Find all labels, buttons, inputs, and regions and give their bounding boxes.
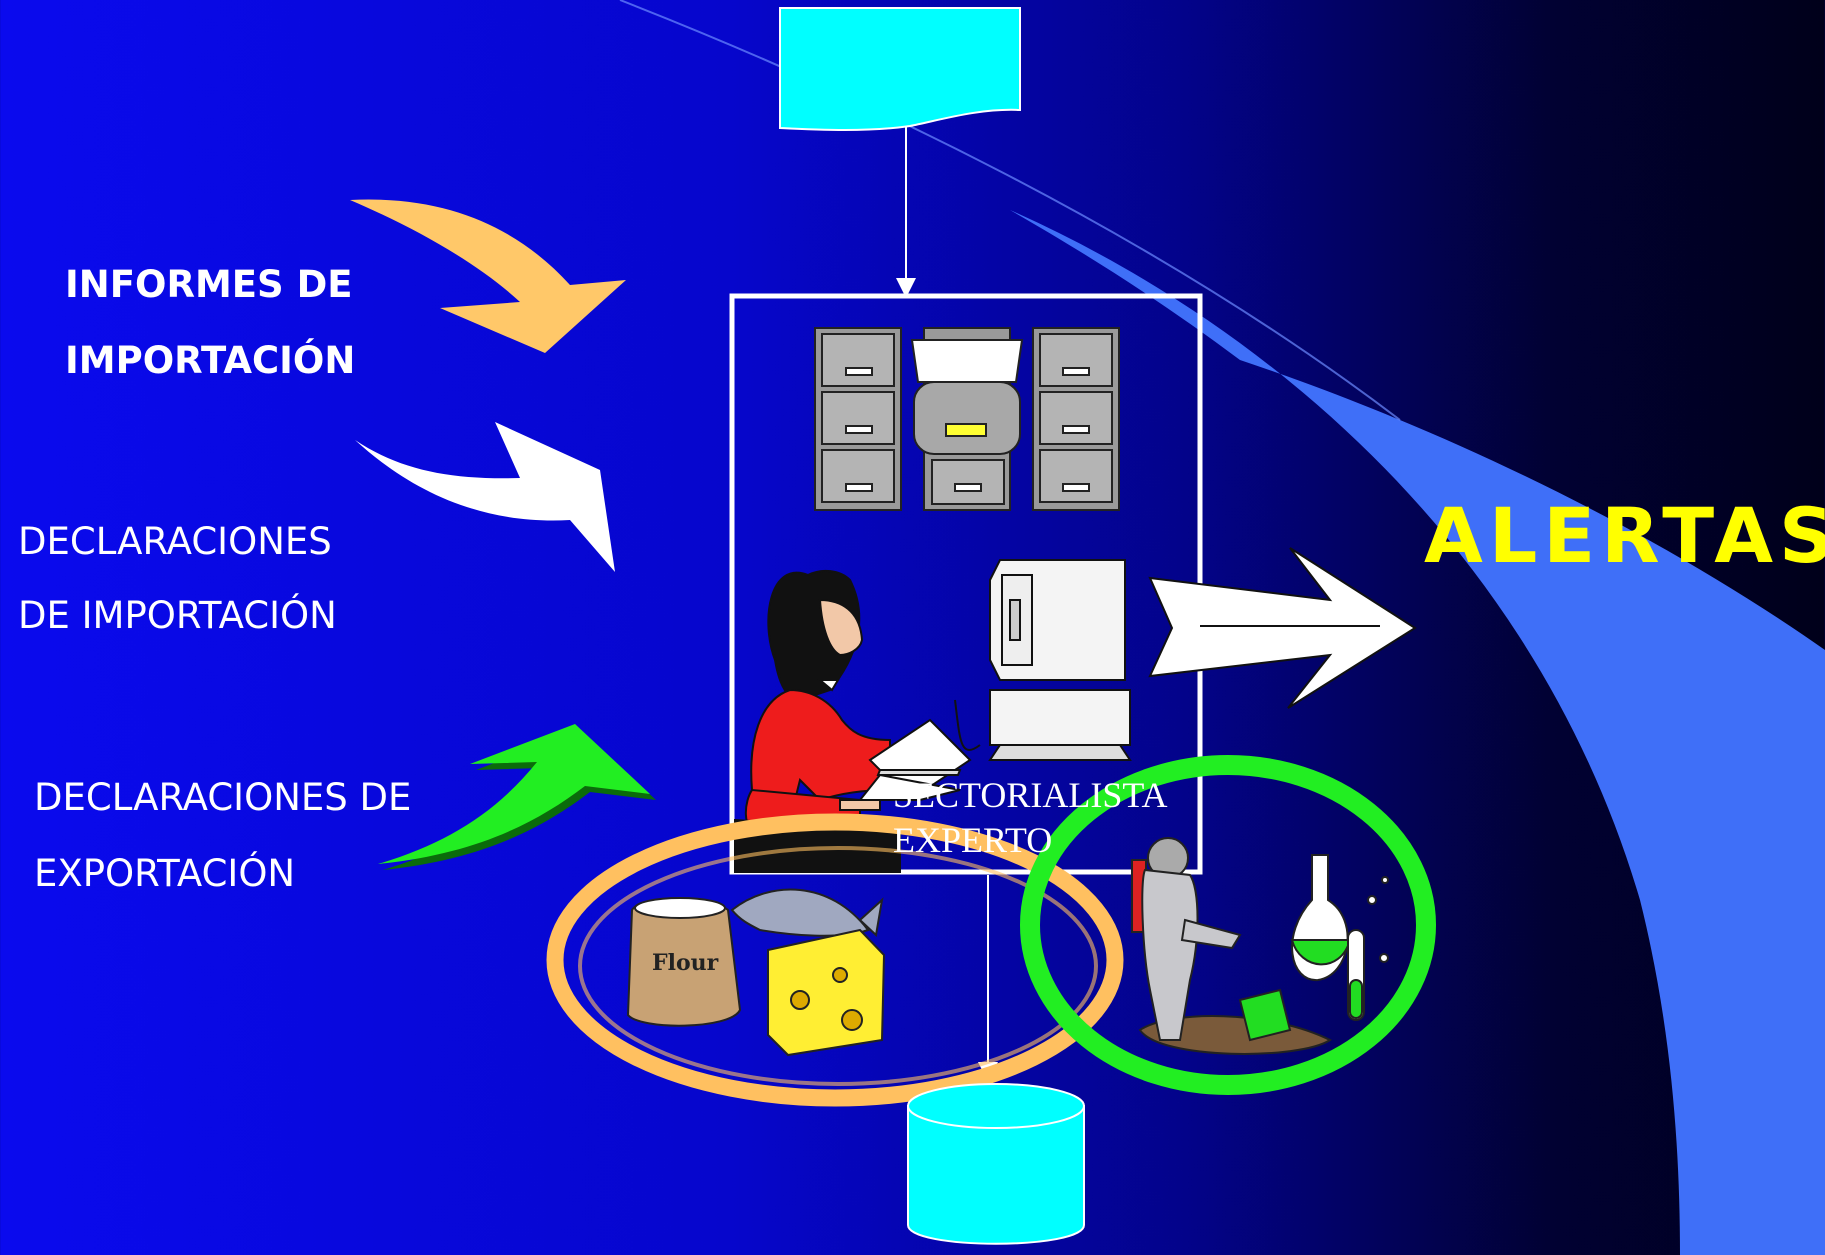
sectorialista-label: SECTORIALISTA	[893, 775, 1168, 815]
white-arrow	[355, 422, 615, 572]
lab-ring	[1020, 755, 1436, 1095]
flour-label: Flour	[652, 950, 719, 976]
computer-icon	[954, 559, 1132, 761]
database-icon	[907, 1083, 1085, 1245]
filing-cabinet-icon	[814, 327, 1120, 511]
informes-label-line1: INFORMES DE	[65, 263, 353, 306]
food-products-icon: Flour	[626, 888, 886, 1057]
alertas-label: ALERTAS	[1424, 491, 1825, 580]
document-icon	[779, 7, 1021, 131]
light-beam	[1010, 210, 1825, 1255]
green-arrow	[378, 724, 656, 870]
informes-label-line2: IMPORTACIÓN	[65, 339, 356, 382]
food-ring-inner	[578, 846, 1098, 1086]
decl-import-label-line1: DECLARACIONES	[18, 520, 332, 563]
orange-arrow	[350, 199, 626, 353]
light-beam-edge	[619, 0, 1401, 421]
decl-export-label-line1: DECLARACIONES DE	[34, 776, 412, 819]
food-ring	[546, 813, 1124, 1107]
decl-import-label-line2: DE IMPORTACIÓN	[18, 594, 337, 637]
hazmat-lab-icon	[1131, 837, 1389, 1055]
decl-export-label-line2: EXPORTACIÓN	[34, 852, 296, 895]
alert-arrow	[1148, 547, 1417, 709]
experto-label: EXPERTO	[893, 820, 1053, 860]
